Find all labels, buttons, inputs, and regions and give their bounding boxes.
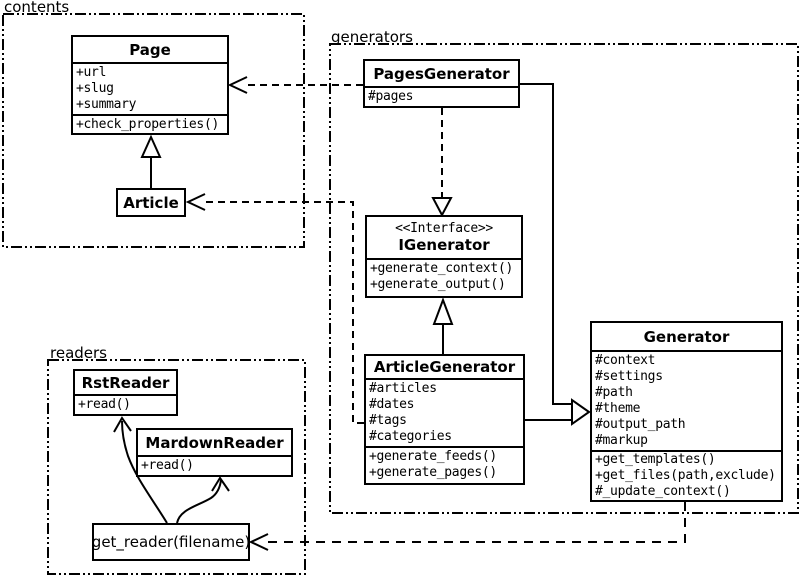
class-mardown-reader-name: MardownReader <box>138 430 291 457</box>
attribute: +summary <box>76 97 137 112</box>
attribute: #categories <box>369 429 452 444</box>
method: +get_templates() <box>595 452 716 467</box>
triangle-arrowhead-igenerator-top <box>431 197 453 218</box>
attribute: #pages <box>368 89 414 104</box>
triangle-arrowhead-generator <box>571 398 591 426</box>
attribute: +url <box>76 65 107 80</box>
class-igenerator-methods: +generate_context() +generate_output() <box>367 260 521 294</box>
class-article-generator-attributes: #articles #dates #tags #categories <box>366 380 523 446</box>
class-page-attributes: +url +slug +summary <box>73 64 227 114</box>
method: +read() <box>78 397 131 412</box>
class-generator-methods: +get_templates() +get_files(path,exclude… <box>592 450 781 500</box>
class-generator: Generator #context #settings #path #them… <box>590 321 783 502</box>
class-page: Page +url +slug +summary +check_properti… <box>71 35 229 135</box>
class-article-generator: ArticleGenerator #articles #dates #tags … <box>364 354 525 485</box>
package-readers-label: readers <box>50 344 107 362</box>
edge-articlegenerator-uses-article <box>205 201 364 424</box>
class-article-generator-name: ArticleGenerator <box>366 356 523 380</box>
attribute: #theme <box>595 401 641 416</box>
method: +generate_context() <box>370 261 514 276</box>
class-rst-reader-methods: +read() <box>75 396 176 414</box>
vee-arrowhead-mardownreader <box>211 476 230 492</box>
attribute: #settings <box>595 369 663 384</box>
method: +check_properties() <box>76 117 220 132</box>
class-article: Article <box>116 188 186 217</box>
class-page-methods: +check_properties() <box>73 114 227 133</box>
function-get-reader: get_reader(filename) <box>92 523 250 561</box>
package-contents-border <box>2 13 305 248</box>
attribute: #dates <box>369 397 415 412</box>
attribute: #articles <box>369 381 437 396</box>
class-page-name: Page <box>73 37 227 64</box>
edge-pagesgenerator-extends-generator <box>520 83 572 405</box>
class-generator-name: Generator <box>592 323 781 352</box>
method: +generate_output() <box>370 277 506 292</box>
class-pages-generator: PagesGenerator #pages <box>363 59 520 108</box>
edge-get-reader-to-mardownreader <box>176 479 222 524</box>
vee-arrowhead-page <box>227 76 248 94</box>
attribute: #path <box>595 385 633 400</box>
class-pages-generator-attributes: #pages <box>365 88 518 106</box>
attribute: #tags <box>369 413 407 428</box>
class-rst-reader-name: RstReader <box>75 371 176 396</box>
package-generators-label: generators <box>331 28 413 46</box>
edge-generator-uses-get-reader <box>268 502 686 543</box>
attribute: #context <box>595 353 656 368</box>
package-contents-label: contents <box>4 0 70 16</box>
class-generator-attributes: #context #settings #path #theme #output_… <box>592 352 781 450</box>
class-article-name: Article <box>123 193 179 212</box>
function-get-reader-label: get_reader(filename) <box>94 533 248 551</box>
class-igenerator-stereotype: <<Interface>> <box>395 221 493 236</box>
edge-get-reader-to-rstreader <box>121 420 168 524</box>
class-mardown-reader-methods: +read() <box>138 457 291 475</box>
class-igenerator: <<Interface>> IGenerator +generate_conte… <box>365 215 523 298</box>
vee-arrowhead-get-reader <box>248 533 269 551</box>
attribute: #markup <box>595 433 648 448</box>
method: +generate_pages() <box>369 465 497 480</box>
vee-arrowhead-rstreader <box>113 416 132 433</box>
class-mardown-reader: MardownReader +read() <box>136 428 293 477</box>
class-pages-generator-name: PagesGenerator <box>365 61 518 88</box>
class-igenerator-header: <<Interface>> IGenerator <box>367 217 521 260</box>
method: +get_files(path,exclude) <box>595 468 776 483</box>
attribute: #output_path <box>595 417 686 432</box>
attribute: +slug <box>76 81 114 96</box>
class-article-generator-methods: +generate_feeds() +generate_pages() <box>366 446 523 483</box>
method: #_update_context() <box>595 484 731 499</box>
triangle-arrowhead-page <box>140 134 162 158</box>
class-igenerator-name: IGenerator <box>398 236 490 254</box>
package-generators-border <box>329 43 799 514</box>
method: +generate_feeds() <box>369 449 497 464</box>
method: +read() <box>141 458 194 473</box>
package-readers-border <box>47 359 306 575</box>
vee-arrowhead-article <box>185 193 206 211</box>
class-rst-reader: RstReader +read() <box>73 369 178 416</box>
triangle-arrowhead-igenerator-bottom <box>432 297 454 325</box>
